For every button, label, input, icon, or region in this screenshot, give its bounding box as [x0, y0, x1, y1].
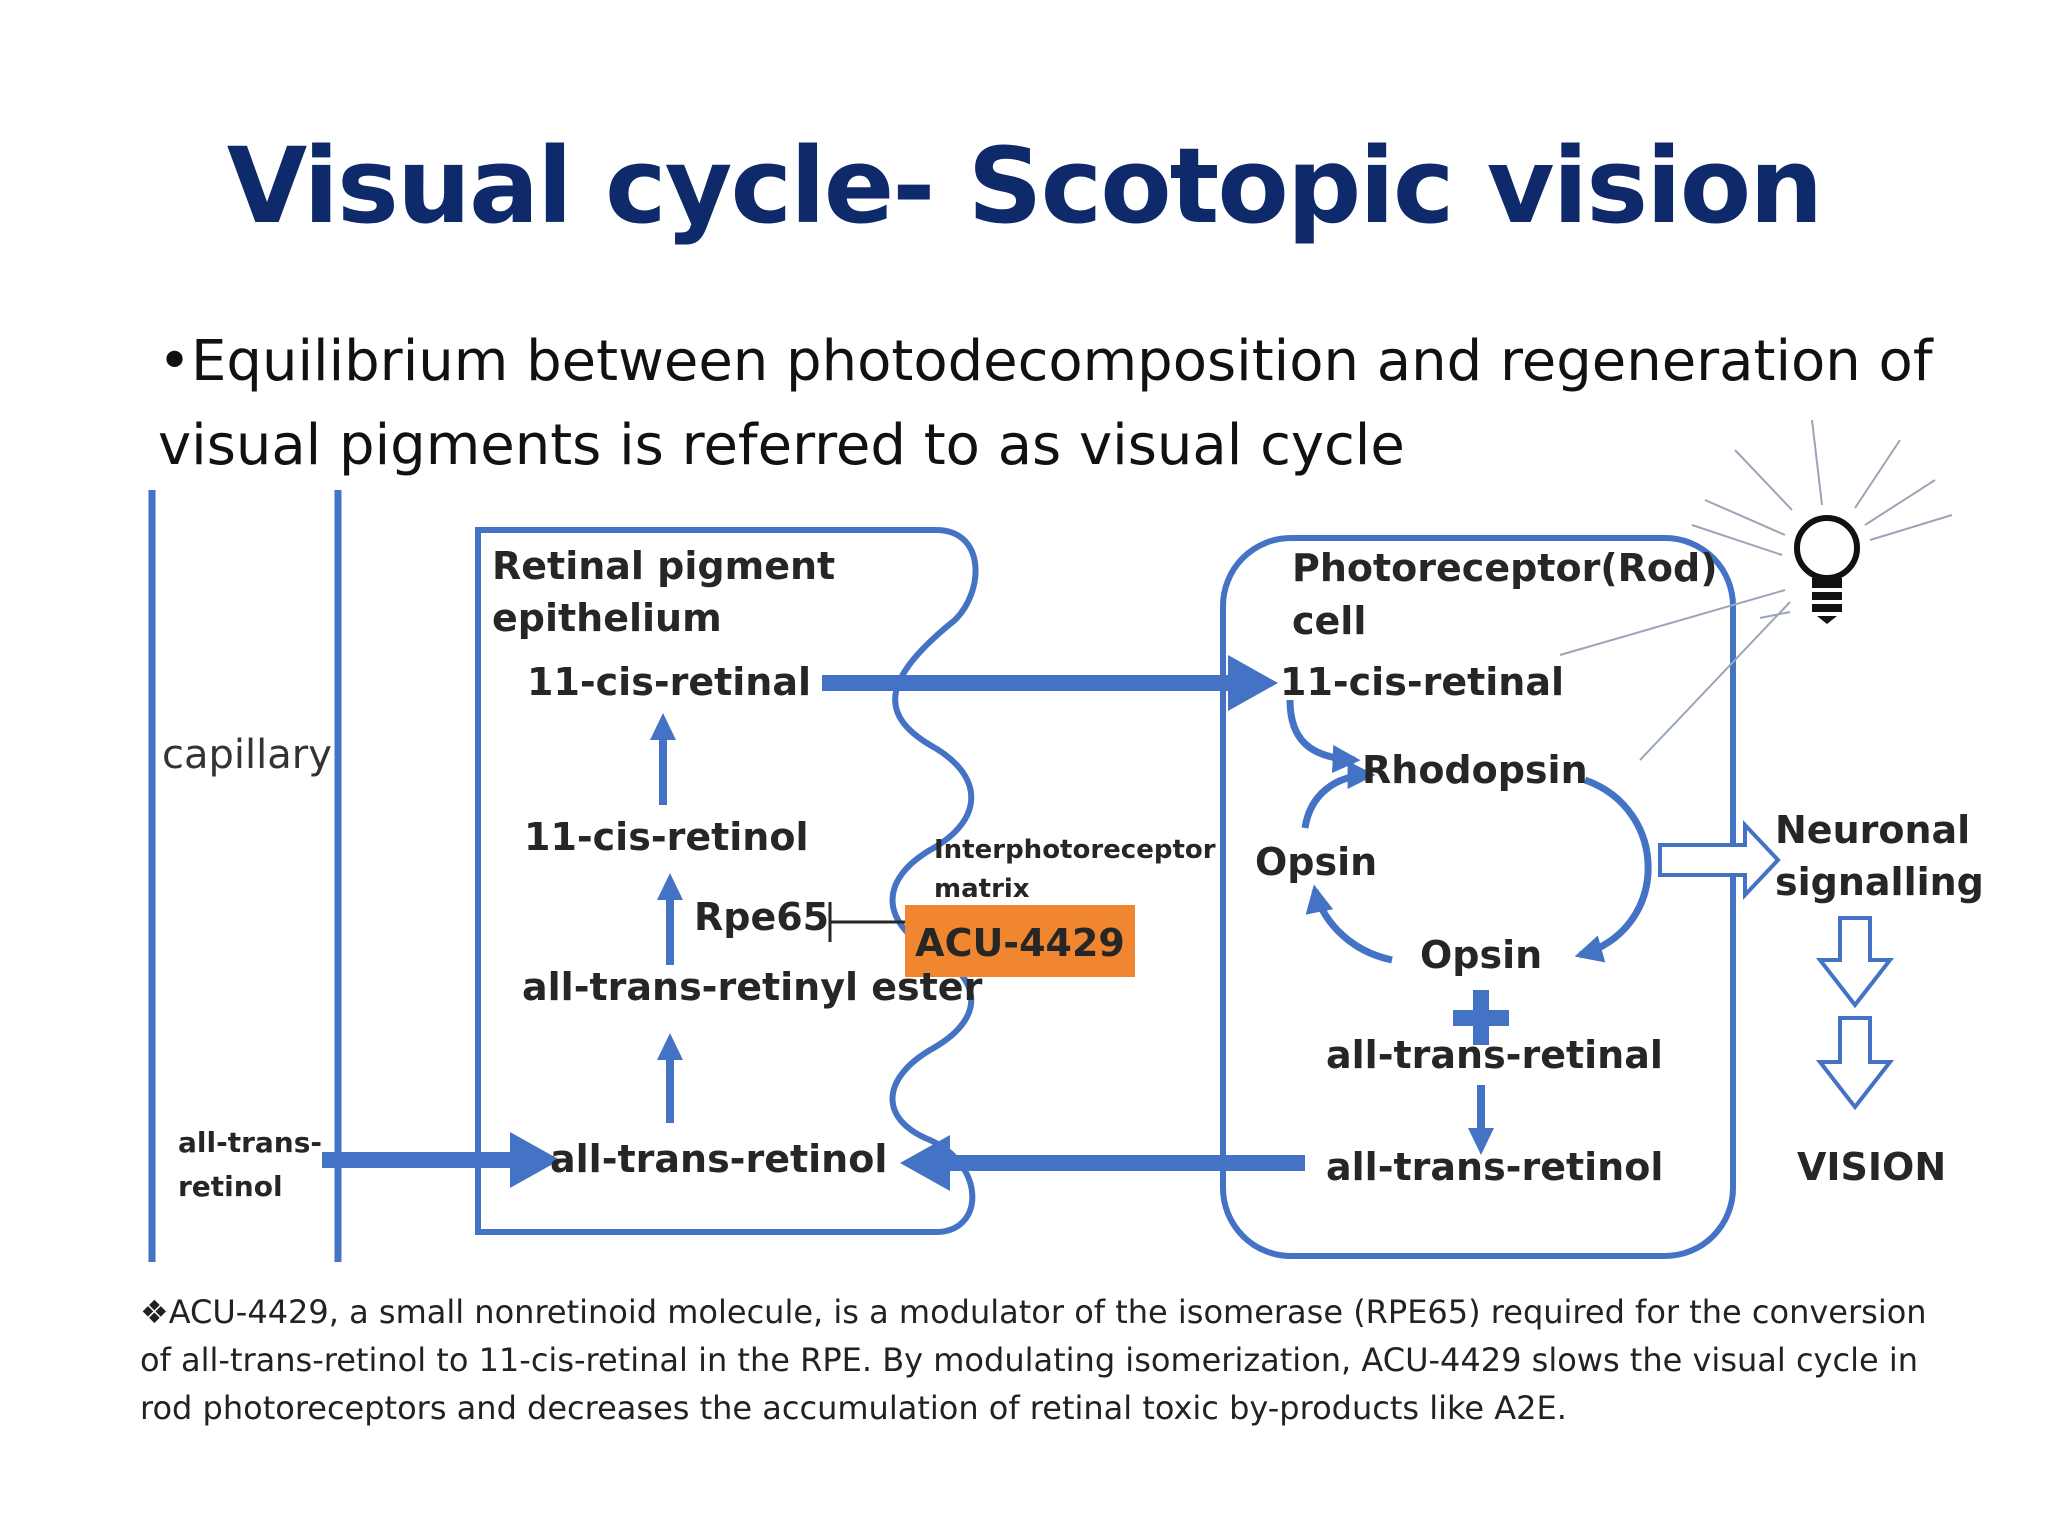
rod-11-cis-retinal: 11-cis-retinal	[1280, 660, 1564, 704]
rod-all-trans-retinol: all-trans-retinol	[1326, 1145, 1663, 1189]
arrowhead-rod-to-rpe	[900, 1135, 950, 1191]
blood-retinol-line2: retinol	[178, 1170, 283, 1203]
rpe-title-line2: epithelium	[492, 596, 722, 640]
slide-title: Visual cycle- Scotopic vision	[226, 125, 1824, 247]
ipm-line1: Interphotoreceptor	[934, 835, 1216, 865]
arrowhead-retinol-to-retinal	[650, 713, 676, 740]
rpe-title-line1: Retinal pigment	[492, 544, 835, 588]
rpe-11-cis-retinol: 11-cis-retinol	[524, 815, 808, 859]
neuronal-line1: Neuronal	[1775, 808, 1970, 852]
rpe65-label: Rpe65	[694, 895, 829, 939]
arrow-rhodopsin-to-opsin	[1574, 776, 1652, 963]
capillary-label: capillary	[162, 732, 332, 778]
neuronal-line2: signalling	[1775, 860, 1984, 904]
blood-retinol-line1: all-trans-	[178, 1126, 322, 1159]
opsin-left-label: Opsin	[1255, 840, 1377, 884]
arrow-retinal-to-rhodopsin	[1286, 699, 1361, 773]
rhodopsin-label: Rhodopsin	[1362, 748, 1588, 792]
rpe-all-trans-retinol: all-trans-retinol	[550, 1137, 887, 1181]
rod-title-line1: Photoreceptor(Rod)	[1292, 546, 1718, 590]
footnote-text: ❖ACU-4429, a small nonretinoid molecule,…	[140, 1293, 1927, 1427]
arrow-opsin-to-opsin	[1305, 884, 1393, 964]
rpe-cell-outline	[475, 527, 979, 1235]
arrowhead-blood-to-rpe	[510, 1132, 560, 1188]
retinyl-ester-label: all-trans-retinyl ester	[522, 965, 983, 1009]
arrow-neuronal-signalling	[1658, 819, 1781, 901]
ipm-line2: matrix	[934, 874, 1030, 904]
rod-cell-outline	[1220, 535, 1736, 1259]
rod-all-trans-retinal: all-trans-retinal	[1326, 1033, 1663, 1077]
arrow-down-1	[1815, 916, 1895, 1009]
plus-horizontal	[1453, 1010, 1509, 1026]
rod-title-line2: cell	[1292, 599, 1366, 643]
arrow-opsin-to-rhodopsin	[1301, 761, 1376, 829]
arrowhead-retinol-to-ester	[657, 1033, 683, 1060]
bullet-text: •Equilibrium between photodecomposition …	[158, 329, 1933, 478]
acu-4429-box	[905, 905, 1135, 977]
light-rays	[1559, 419, 1953, 761]
arrowhead-rpe-to-rod	[1228, 655, 1278, 711]
arrowhead-ester-to-retinol	[657, 873, 683, 900]
light-bulb-icon	[1794, 515, 1860, 624]
arrowhead-retinal-to-retinol	[1468, 1128, 1494, 1155]
drug-label: ACU-4429	[915, 921, 1125, 965]
rpe-11-cis-retinal: 11-cis-retinal	[527, 660, 811, 704]
arrow-down-2	[1815, 1016, 1895, 1111]
opsin-bottom-label: Opsin	[1420, 933, 1542, 977]
vision-label: VISION	[1797, 1145, 1946, 1189]
